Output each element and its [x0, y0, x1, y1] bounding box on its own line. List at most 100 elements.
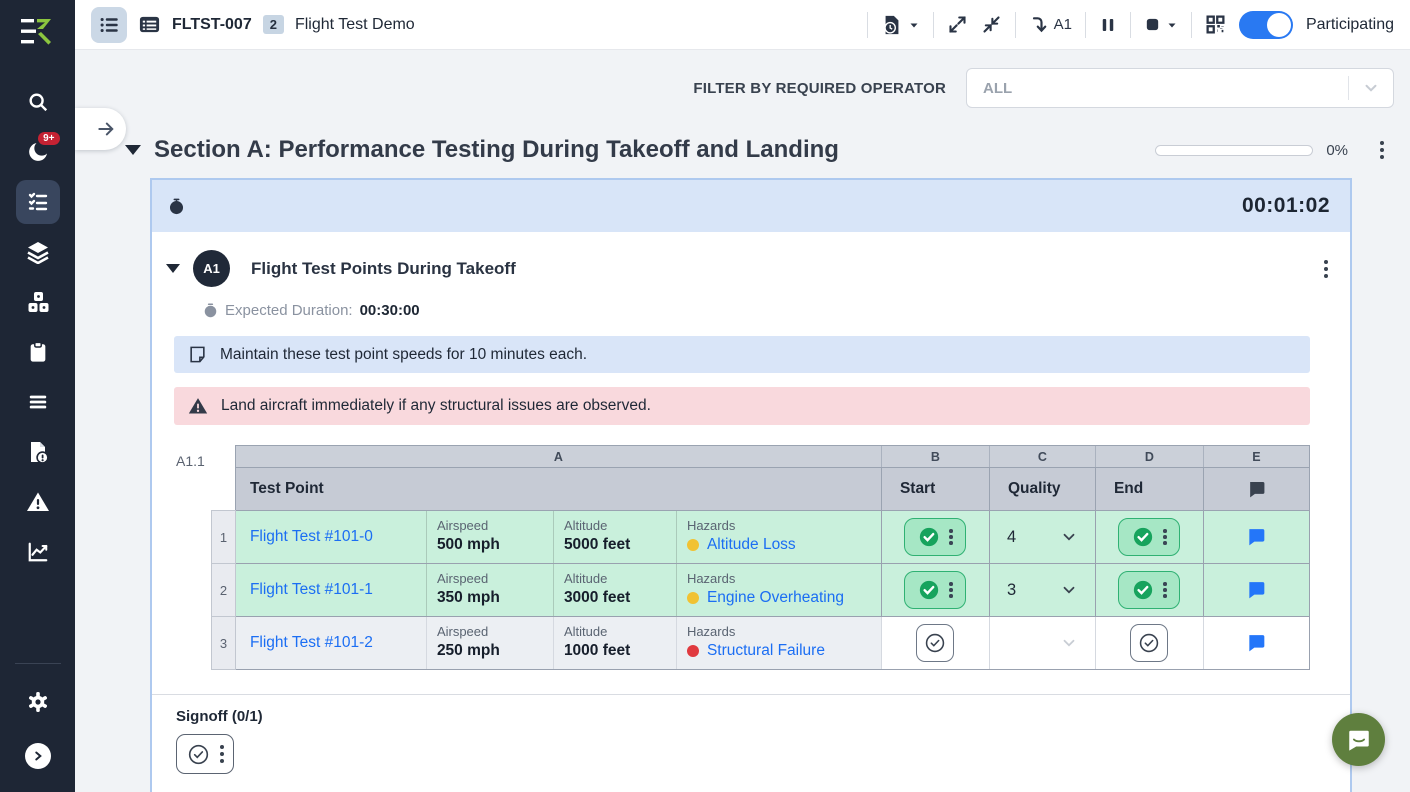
end-complete-button[interactable] [1118, 571, 1181, 609]
signoff-button[interactable] [176, 734, 234, 774]
notifications-icon[interactable]: 9+ [16, 130, 60, 174]
expand-sidebar-icon[interactable] [16, 734, 60, 778]
end-complete-button[interactable] [1118, 518, 1181, 556]
end-menu-dots[interactable] [1163, 535, 1167, 539]
analytics-icon[interactable] [16, 530, 60, 574]
airspeed-label: Airspeed [436, 518, 489, 533]
comment-icon [1249, 635, 1265, 652]
table-of-contents-button[interactable] [91, 6, 127, 43]
check-circle-icon [920, 580, 939, 600]
column-letter: A [553, 449, 563, 464]
chat-launcher-button[interactable] [1332, 713, 1385, 766]
collapse-all-button[interactable] [981, 14, 1002, 35]
end-menu-dots[interactable] [1163, 588, 1167, 592]
settings-gear-icon[interactable] [16, 680, 60, 724]
header-quality: Quality [988, 468, 1095, 510]
menu-lines-icon[interactable] [16, 380, 60, 424]
stop-button[interactable] [1144, 16, 1178, 33]
elapsed-timer: 00:01:02 [1241, 194, 1330, 217]
jump-to-step-button[interactable]: A1 [1029, 15, 1072, 35]
step-collapse-toggle[interactable] [166, 264, 180, 273]
sidebar-divider [14, 663, 61, 664]
hazard-severity-dot [686, 539, 699, 551]
file-history-button[interactable] [881, 14, 920, 36]
column-letter: D [1094, 446, 1203, 467]
altitude-label: Altitude [563, 571, 608, 586]
hazard-link[interactable]: Altitude Loss [706, 536, 796, 553]
note-icon [190, 346, 205, 363]
chevron-down-icon [1060, 581, 1078, 599]
check-circle-outline-icon [1140, 633, 1159, 653]
step-menu-button[interactable] [1318, 257, 1334, 281]
row-comment-button[interactable] [1202, 564, 1309, 616]
pause-button[interactable] [1099, 16, 1117, 34]
quality-select[interactable]: 3 [988, 564, 1095, 616]
quality-select[interactable] [988, 617, 1095, 669]
test-point-link[interactable]: Flight Test #101-1 [249, 581, 373, 598]
airspeed-value: 250 mph [436, 642, 500, 659]
row-comment-button[interactable] [1202, 617, 1309, 669]
check-circle-icon [920, 527, 939, 547]
expand-toc-arrow-button[interactable] [75, 108, 126, 150]
expected-duration-value: 00:30:00 [359, 302, 420, 319]
airspeed-label: Airspeed [436, 571, 489, 586]
quality-select[interactable]: 4 [988, 511, 1095, 563]
column-letter: C [988, 446, 1095, 467]
caret-down-icon [910, 23, 918, 27]
hazard-severity-dot [686, 645, 699, 657]
toolbar-divider [932, 11, 934, 38]
section-menu-button[interactable] [1374, 138, 1390, 162]
end-button[interactable] [1130, 624, 1169, 662]
clipboard-icon[interactable] [16, 330, 60, 374]
section-collapse-toggle[interactable] [125, 145, 141, 155]
signoff-divider [152, 694, 1350, 695]
header-comments [1202, 468, 1309, 510]
sidebar-bottom [0, 663, 75, 792]
chevron-down-icon [1060, 634, 1078, 652]
procedure-title: Flight Test Demo [294, 15, 415, 33]
section-header: Section A: Performance Testing During Ta… [125, 136, 1390, 164]
file-alert-icon[interactable] [16, 430, 60, 474]
header-test-point: Test Point [249, 480, 324, 497]
section-progress-bar [1155, 144, 1314, 156]
main-area: FLTST-007 2 Flight Test Demo [75, 0, 1410, 792]
expand-all-button[interactable] [947, 14, 968, 35]
procedure-list-icon[interactable] [138, 13, 161, 36]
chevron-down-icon [1362, 79, 1380, 97]
hazards-label: Hazards [686, 624, 736, 639]
altitude-value: 1000 feet [563, 642, 631, 659]
search-icon[interactable] [16, 80, 60, 124]
qr-code-button[interactable] [1205, 14, 1226, 35]
layers-icon[interactable] [16, 230, 60, 274]
hazard-link[interactable]: Engine Overheating [706, 589, 844, 606]
check-circle-outline-icon [188, 744, 208, 764]
chat-smile-icon [1348, 730, 1369, 751]
start-menu-dots[interactable] [949, 588, 953, 592]
filter-label: FILTER BY REQUIRED OPERATOR [693, 79, 946, 97]
start-button[interactable] [916, 624, 955, 662]
stopwatch-icon [169, 198, 184, 214]
hazard-link[interactable]: Structural Failure [706, 642, 825, 659]
test-point-link[interactable]: Flight Test #101-0 [249, 528, 373, 545]
hazard-severity-dot [686, 592, 699, 604]
warning-icon[interactable] [16, 480, 60, 524]
row-comment-button[interactable] [1202, 511, 1309, 563]
participating-label: Participating [1305, 15, 1394, 33]
signoff-menu-dots[interactable] [219, 752, 224, 756]
test-point-link[interactable]: Flight Test #101-2 [249, 634, 373, 651]
row-number: 1 [210, 510, 236, 564]
participating-toggle[interactable] [1238, 10, 1293, 39]
start-complete-button[interactable] [904, 518, 967, 556]
start-complete-button[interactable] [904, 571, 967, 609]
start-menu-dots[interactable] [949, 535, 953, 539]
airspeed-value: 350 mph [436, 589, 500, 606]
jump-target-label: A1 [1053, 16, 1072, 33]
toolbar-divider [1129, 11, 1131, 38]
sidebar-item-procedures[interactable] [15, 180, 60, 224]
inventory-icon[interactable] [16, 280, 60, 324]
hazards-label: Hazards [686, 518, 736, 533]
altitude-value: 5000 feet [563, 536, 631, 553]
operator-filter-select[interactable]: ALL [966, 68, 1394, 108]
section-title: Section A: Performance Testing During Ta… [154, 136, 839, 163]
